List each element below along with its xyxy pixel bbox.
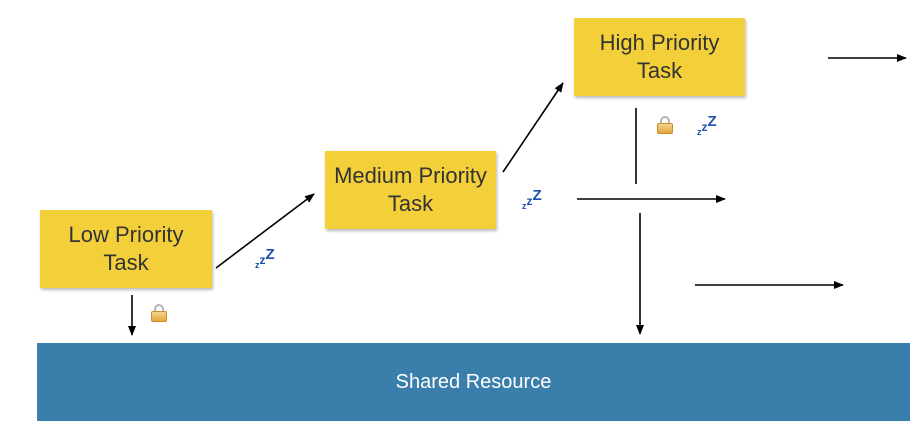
sleep-zzz-icon: zzZ (255, 246, 275, 270)
low-priority-task-box: Low Priority Task (40, 210, 212, 288)
arrow-medium-to-high (502, 82, 564, 173)
sleep-zzz-icon: zzZ (697, 113, 717, 137)
arrow-low-to-medium (215, 193, 315, 269)
lock-icon (151, 304, 167, 322)
medium-priority-task-label: Medium Priority Task (334, 163, 487, 216)
low-priority-task-label: Low Priority Task (68, 222, 184, 275)
high-priority-task-box: High Priority Task (574, 18, 745, 96)
sleep-zzz-icon: zzZ (522, 187, 542, 211)
shared-resource-bar: Shared Resource (37, 343, 910, 421)
medium-priority-task-box: Medium Priority Task (325, 151, 496, 229)
lock-icon (657, 116, 673, 134)
shared-resource-label: Shared Resource (395, 370, 552, 393)
high-priority-task-label: High Priority Task (599, 30, 720, 83)
